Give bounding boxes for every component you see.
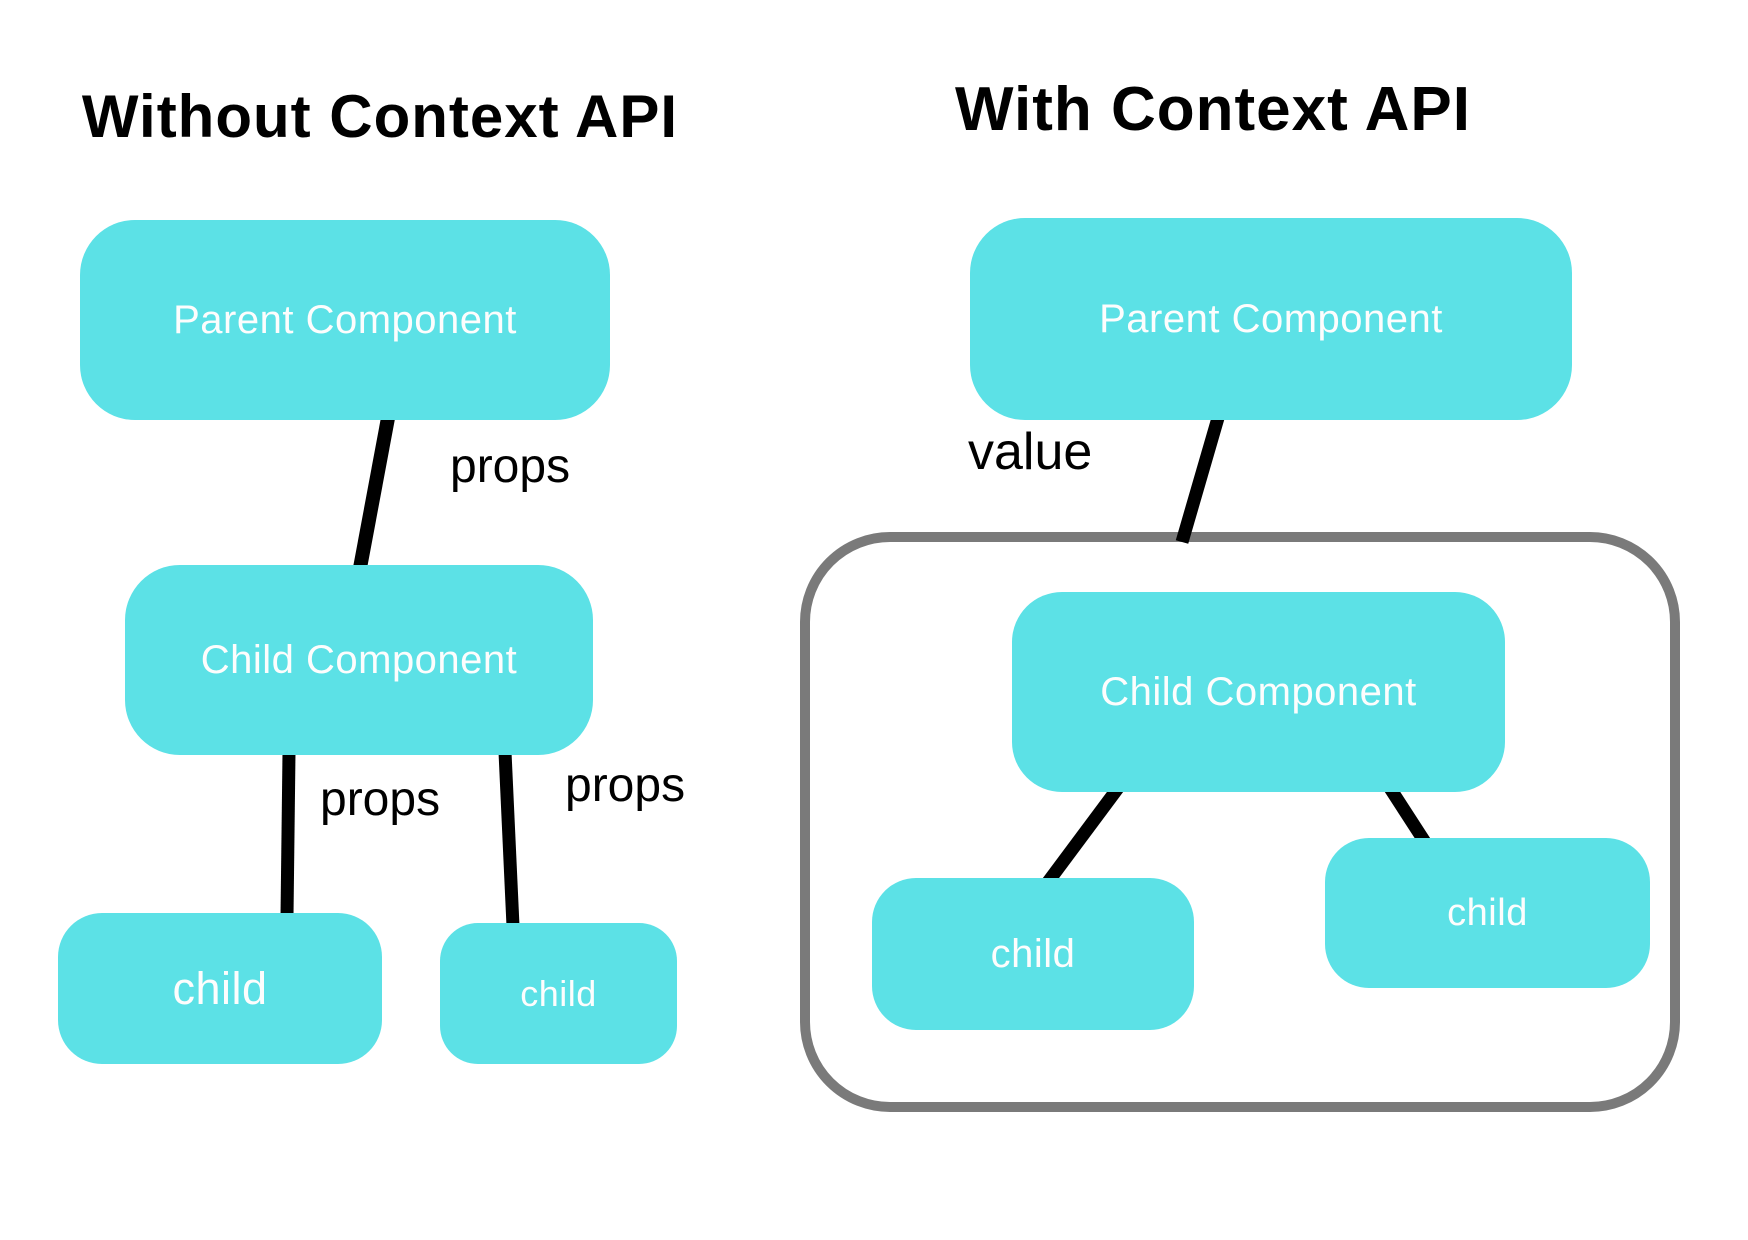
edge-left-parent-to-child	[353, 416, 395, 570]
left-section-title: Without Context API	[81, 83, 679, 150]
left-parent-component-node: Parent Component	[80, 220, 610, 420]
edge-right-parent-to-container	[1175, 416, 1225, 544]
context-provider-container	[800, 532, 1680, 1112]
left-leaf-child-node-1: child	[58, 913, 382, 1064]
edge-left-child-to-leaf-b	[498, 751, 520, 927]
left-child-component-node: Child Component	[125, 565, 593, 755]
right-parent-component-node: Parent Component	[970, 218, 1572, 420]
right-leaf-child-node-2: child	[1325, 838, 1650, 988]
edge-label-props-parent-to-child: props	[450, 440, 571, 493]
right-leaf-child-node-1: child	[872, 878, 1194, 1030]
right-child-component-node: Child Component	[1012, 592, 1505, 792]
right-section-title: With Context API	[955, 75, 1471, 144]
edge-label-value: value	[968, 423, 1093, 481]
edge-label-props-child-to-leaf-1: props	[320, 773, 441, 826]
edge-label-props-child-to-leaf-2: props	[565, 759, 686, 812]
edge-left-child-to-leaf-a	[280, 751, 296, 917]
left-leaf-child-node-2: child	[440, 923, 677, 1064]
